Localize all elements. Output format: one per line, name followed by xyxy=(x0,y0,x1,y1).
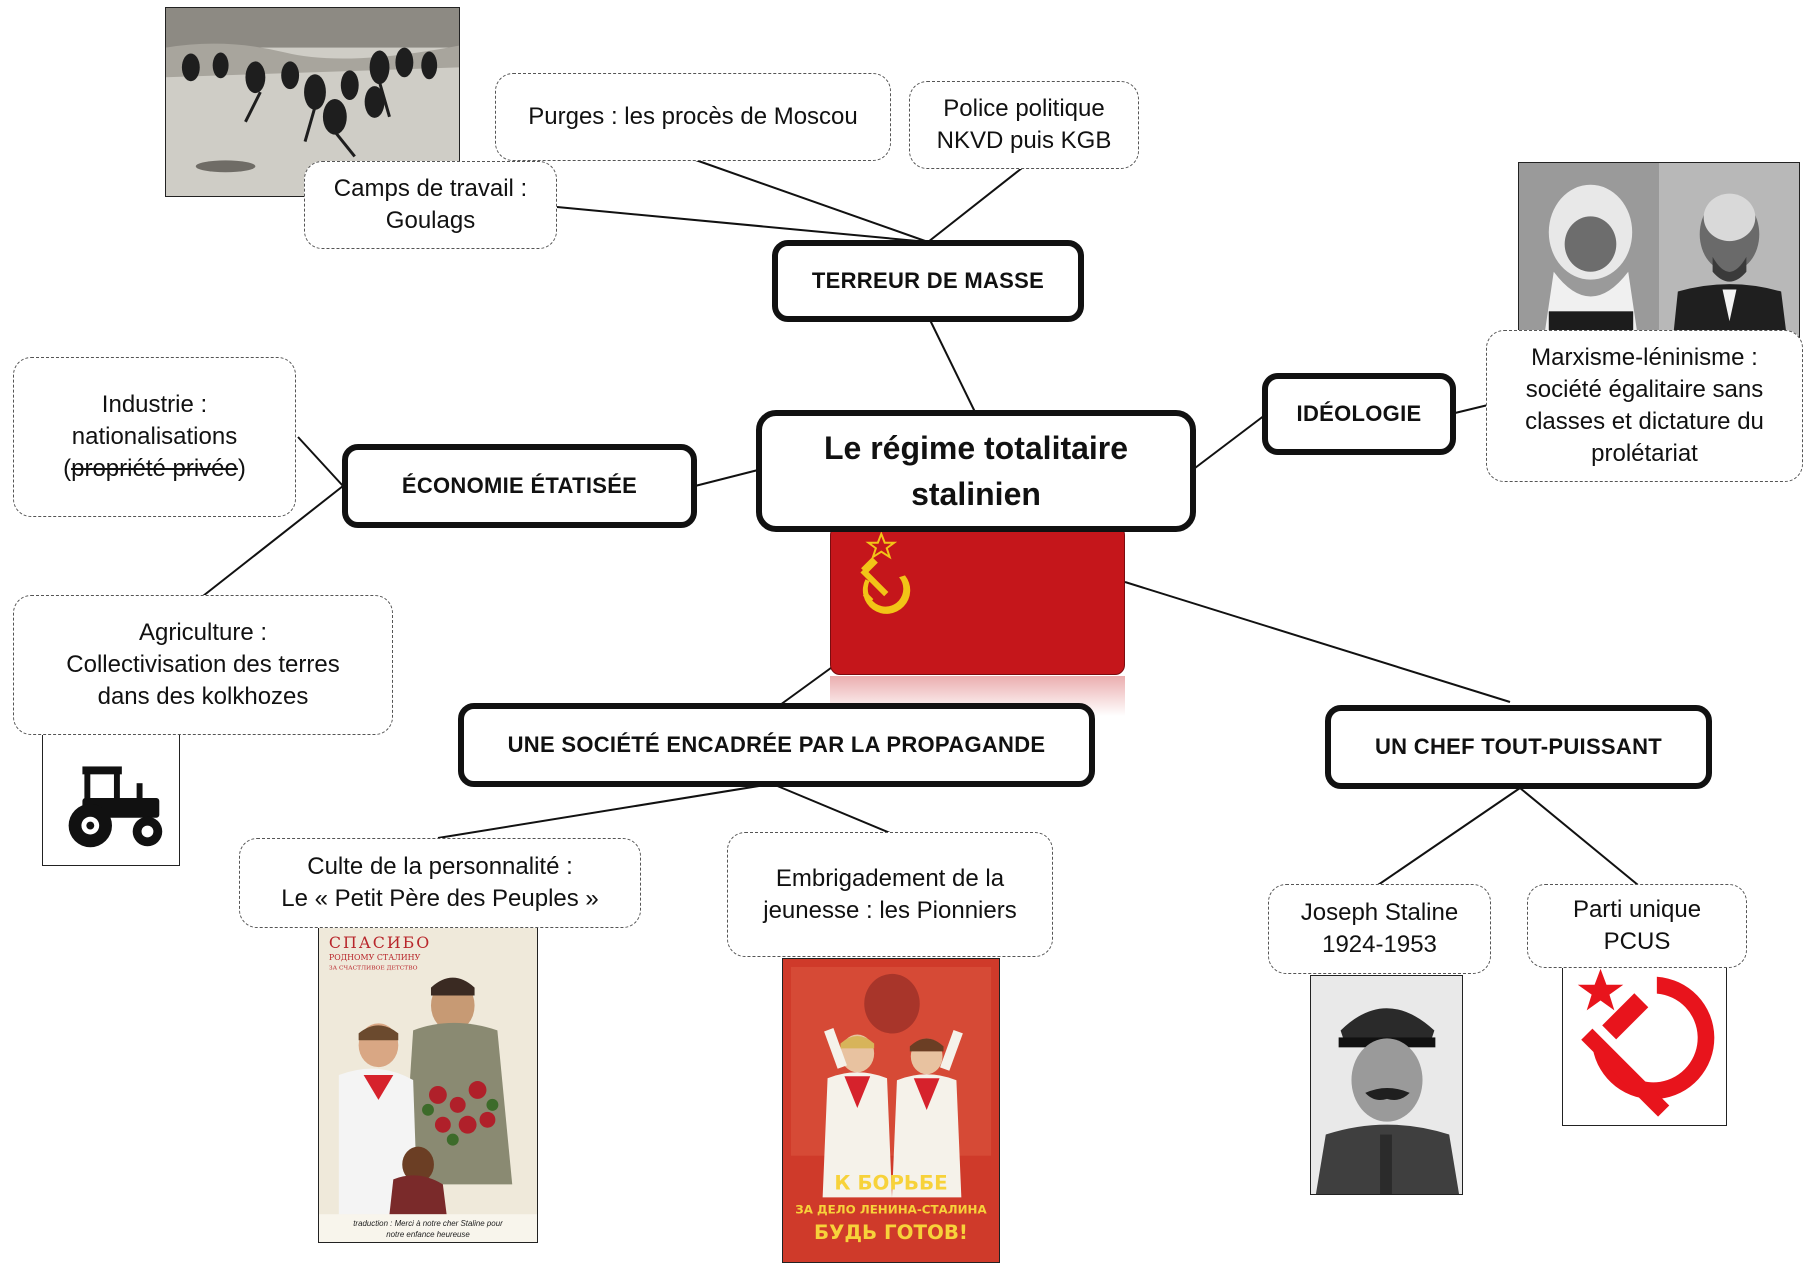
node-jeunesse: Embrigadement de la jeunesse : les Pionn… xyxy=(727,832,1053,957)
paren-close: ) xyxy=(237,455,246,482)
node-purges: Purges : les procès de Moscou xyxy=(495,73,891,161)
branch-ideologie-title: IDÉOLOGIE xyxy=(1296,401,1422,426)
pioneer-poster: К БОРЬБЕ ЗА ДЕЛО ЛЕНИНА-СТАЛИНА БУДЬ ГОТ… xyxy=(782,958,1000,1263)
node-staline: Joseph Staline 1924-1953 xyxy=(1268,884,1491,974)
node-marxisme-line1: Marxisme-léninisme : xyxy=(1531,344,1758,371)
node-jeunesse-line1: Embrigadement de la xyxy=(775,864,1005,892)
node-police-line2: NKVD puis KGB xyxy=(936,127,1112,154)
branch-societe: UNE SOCIÉTÉ ENCADRÉE PAR LA PROPAGANDE xyxy=(458,703,1095,787)
node-industrie-line3: (propriété privée) xyxy=(63,453,246,485)
connector-societe-culte xyxy=(437,784,766,839)
node-culte: Culte de la personnalité : Le « Petit Pè… xyxy=(239,838,641,928)
poster-header-1: СПАСИБО xyxy=(329,933,431,952)
node-marxisme-line3: classes et dictature du xyxy=(1525,408,1764,435)
node-agriculture-line2: Collectivisation des terres xyxy=(66,651,340,678)
node-camps: Camps de travail : Goulags xyxy=(304,161,557,249)
node-marxisme-line4: prolétariat xyxy=(1591,440,1698,467)
connector-economie-industrie xyxy=(297,436,344,487)
node-parti-line1: Parti unique xyxy=(1572,896,1702,923)
connector-economie-agriculture xyxy=(202,485,344,597)
connector-terreur-camps xyxy=(556,206,929,243)
connector-terreur-police xyxy=(927,167,1023,243)
node-agriculture: Agriculture : Collectivisation des terre… xyxy=(13,595,393,735)
node-culte-line1: Culte de la personnalité : xyxy=(307,853,573,880)
star-icon xyxy=(865,531,898,560)
node-industrie-line2: nationalisations xyxy=(71,423,238,450)
connector-ideologie-marx xyxy=(1454,404,1489,414)
connector-root-chef xyxy=(1124,581,1511,703)
branch-societe-title: UNE SOCIÉTÉ ENCADRÉE PAR LA PROPAGANDE xyxy=(507,732,1046,757)
node-camps-line2: Goulags xyxy=(385,207,476,234)
node-police: Police politique NKVD puis KGB xyxy=(909,81,1139,169)
star-icon xyxy=(1577,968,1624,1011)
pioneer-line-3: БУДЬ ГОТОВ! xyxy=(814,1221,968,1244)
poster-caption-2: notre enfance heureuse xyxy=(386,1230,470,1239)
poster-caption-1: traduction : Merci à notre cher Staline … xyxy=(353,1219,503,1228)
pcus-hammer-sickle-icon xyxy=(1562,958,1727,1126)
connector-root-terreur xyxy=(929,319,976,413)
branch-terreur-title: TERREUR DE MASSE xyxy=(811,268,1045,293)
node-industrie: Industrie : nationalisations (propriété … xyxy=(13,357,296,517)
connector-terreur-purges xyxy=(689,157,929,243)
node-marxisme: Marxisme-léninisme : société égalitaire … xyxy=(1486,330,1803,482)
node-jeunesse-line2: jeunesse : les Pionniers xyxy=(763,896,1017,924)
connector-societe-jeunesse xyxy=(774,784,891,834)
branch-ideologie: IDÉOLOGIE xyxy=(1262,373,1456,455)
connector-root-economie xyxy=(694,469,759,487)
node-parti: Parti unique PCUS xyxy=(1527,884,1747,968)
branch-chef-title: UN CHEF TOUT-PUISSANT xyxy=(1374,734,1662,759)
paren-open: ( xyxy=(63,455,72,482)
branch-economie-title: ÉCONOMIE ÉTATISÉE xyxy=(401,473,638,498)
connector-chef-staline xyxy=(1377,787,1521,886)
connector-chef-parti xyxy=(1519,787,1639,886)
node-purges-text: Purges : les procès de Moscou xyxy=(528,103,858,130)
branch-chef: UN CHEF TOUT-PUISSANT xyxy=(1325,705,1712,789)
pioneer-line-1: К БОРЬБЕ xyxy=(834,1171,947,1194)
poster-header-2: РОДНОМУ СТАЛИНУ xyxy=(329,953,421,962)
node-agriculture-line3: dans des kolkhozes xyxy=(97,683,309,710)
node-culte-line2: Le « Petit Père des Peuples » xyxy=(281,885,599,912)
branch-terreur: TERREUR DE MASSE xyxy=(772,240,1084,322)
tractor-icon xyxy=(42,728,180,866)
branch-economie: ÉCONOMIE ÉTATISÉE xyxy=(342,444,697,528)
connector-root-societe xyxy=(779,664,836,706)
pioneer-line-2: ЗА ДЕЛО ЛЕНИНА-СТАЛИНА xyxy=(795,1202,987,1216)
soviet-flag xyxy=(830,525,1125,675)
root-title-line1: Le régime totalitaire xyxy=(823,430,1129,466)
node-parti-line2: PCUS xyxy=(1603,928,1671,955)
node-staline-line1: Joseph Staline xyxy=(1300,899,1459,926)
root-node: Le régime totalitaire stalinien xyxy=(756,410,1196,532)
node-staline-line2: 1924-1953 xyxy=(1322,931,1437,958)
struck-private-property: propriété privée xyxy=(71,455,238,482)
root-title-line2: stalinien xyxy=(911,476,1041,512)
marx-lenin-photo xyxy=(1518,162,1800,340)
stalin-portrait xyxy=(1310,975,1463,1195)
node-industrie-line1: Industrie : xyxy=(101,391,208,418)
node-agriculture-line1: Agriculture : xyxy=(138,619,268,646)
node-camps-line1: Camps de travail : xyxy=(333,175,528,202)
stalin-children-poster: СПАСИБО РОДНОМУ СТАЛИНУ ЗА СЧАСТЛИВОЕ ДЕ… xyxy=(318,925,538,1243)
node-police-line1: Police politique xyxy=(943,95,1105,122)
node-marxisme-line2: société égalitaire sans xyxy=(1525,376,1764,403)
hammer-sickle-icon xyxy=(860,557,911,614)
connector-root-ideologie xyxy=(1194,414,1266,469)
poster-header-3: ЗА СЧАСТЛИВОЕ ДЕТСТВО xyxy=(329,965,418,972)
